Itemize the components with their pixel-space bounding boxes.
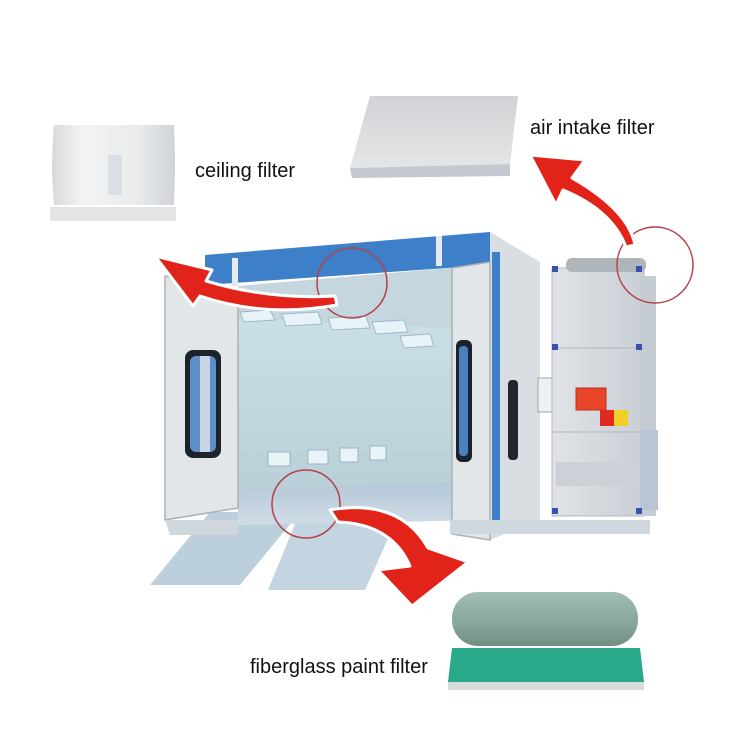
intake-highlight-circle <box>616 226 694 304</box>
air-intake-filter-image <box>350 96 518 178</box>
fiberglass-filter-image <box>448 592 648 690</box>
fiberglass-filter-roll-icon <box>448 592 644 690</box>
ceiling-filter-roll-icon <box>50 125 176 221</box>
ceiling-filter-image <box>50 125 176 221</box>
air-intake-filter-label: air intake filter <box>530 117 655 139</box>
air-intake-filter-pad-icon <box>350 96 518 178</box>
intake-arrow-icon <box>528 153 637 249</box>
floor-highlight-circle <box>271 469 341 539</box>
floor-arrow-icon <box>328 506 470 608</box>
fiberglass-filter-label: fiberglass paint filter <box>250 656 428 678</box>
ceiling-arrow-icon <box>153 254 339 312</box>
ceiling-highlight-circle <box>316 247 388 319</box>
ceiling-filter-label: ceiling filter <box>195 160 296 182</box>
